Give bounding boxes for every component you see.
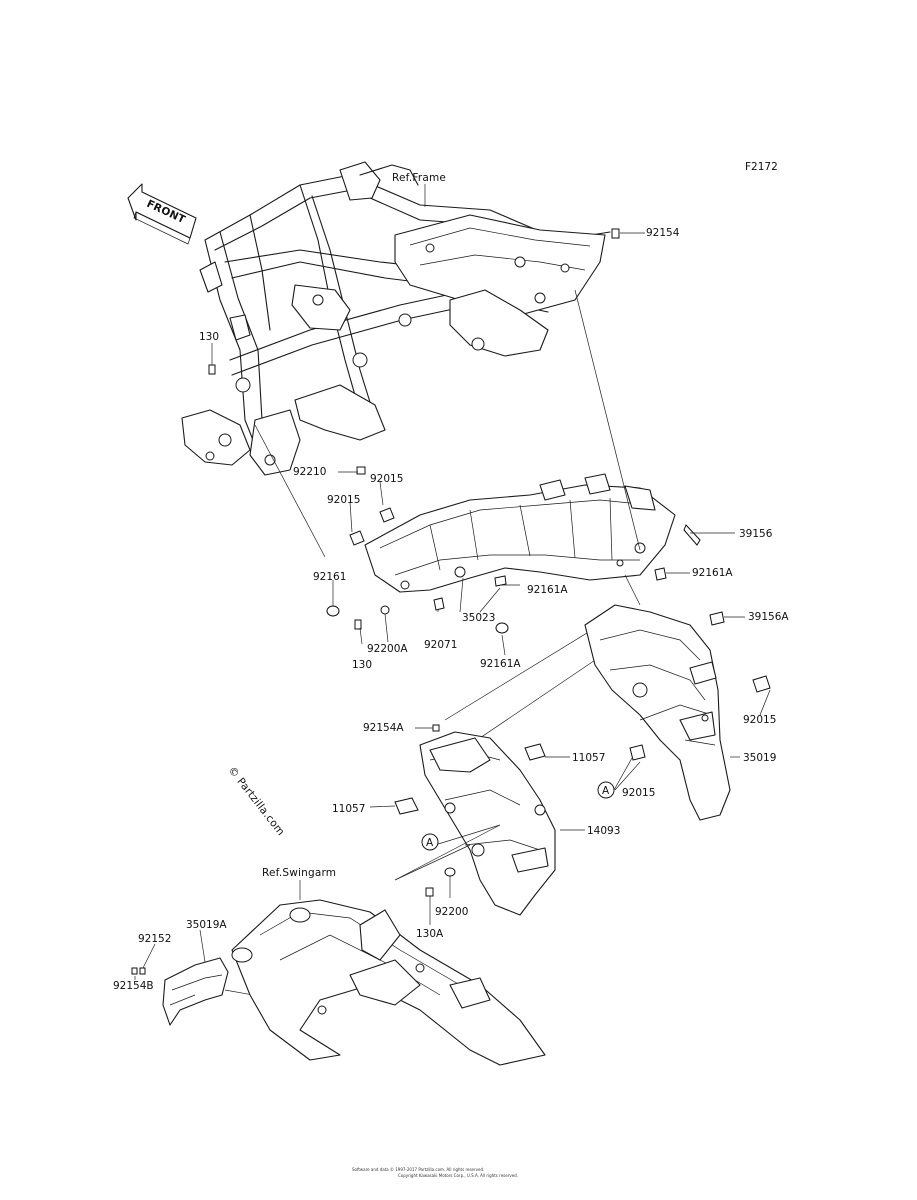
front-arrow-icon: FRONT	[127, 183, 197, 245]
part-label-92200: 92200	[435, 906, 468, 918]
part-label-92161: 92161	[313, 571, 346, 583]
frame-drawing	[181, 161, 611, 476]
part-label-92015-left: 92015	[327, 494, 360, 506]
part-label-92071: 92071	[424, 639, 457, 651]
watermark-text: © Partzilla.com	[226, 764, 287, 838]
part-label-35019a: 35019A	[186, 919, 227, 931]
part-label-92210: 92210	[293, 466, 326, 478]
rear-fender-drawing	[584, 604, 731, 821]
callout-marker-a-right: A	[597, 781, 615, 799]
part-label-130-upper: 130	[199, 331, 219, 343]
part-label-92154a: 92154A	[363, 722, 404, 734]
ref-frame-label: Ref.Frame	[392, 172, 446, 184]
part-label-35019: 35019	[743, 752, 776, 764]
part-label-92015-right: 92015	[743, 714, 776, 726]
footer-line-2: Copyright Kawasaki Motors Corp., U.S.A. …	[398, 1173, 518, 1178]
mud-guard-drawing	[419, 731, 556, 916]
figure-code: F2172	[745, 161, 778, 173]
part-label-92200a: 92200A	[367, 643, 408, 655]
callout-marker-a-left: A	[421, 833, 439, 851]
callout-marker-a-right-text: A	[602, 785, 610, 797]
part-label-92015-upper: 92015	[370, 473, 403, 485]
part-label-35023: 35023	[462, 612, 495, 624]
part-label-14093: 14093	[587, 825, 620, 837]
leader-lines	[134, 232, 771, 980]
chain-guard-drawing	[162, 957, 229, 1026]
footer-line-1: Software and data © 1997-2017 Partzilla.…	[352, 1167, 484, 1172]
swingarm-drawing	[231, 899, 546, 1066]
part-label-39156: 39156	[739, 528, 773, 540]
part-label-92015-marker: 92015	[622, 787, 655, 799]
part-label-92161a-right: 92161A	[692, 567, 733, 579]
part-label-130-lower: 130	[352, 659, 372, 671]
part-label-130a: 130A	[416, 928, 444, 940]
part-label-92161a-mid: 92161A	[527, 584, 568, 596]
ref-swingarm-label: Ref.Swingarm	[262, 867, 336, 879]
part-labels: 92154 130 92210 92015 92015 39156 92161A…	[113, 227, 789, 992]
callout-marker-a-left-text: A	[426, 837, 434, 849]
part-label-92152: 92152	[138, 933, 171, 945]
part-label-92154b: 92154B	[113, 980, 154, 992]
fasteners	[131, 228, 771, 975]
part-label-11057-left: 11057	[332, 803, 365, 815]
part-label-11057-right: 11057	[572, 752, 605, 764]
part-label-92154: 92154	[646, 227, 680, 239]
rear-fender-inner-drawing	[364, 473, 676, 593]
part-label-92161a-lower: 92161A	[480, 658, 521, 670]
part-label-39156a: 39156A	[748, 611, 789, 623]
